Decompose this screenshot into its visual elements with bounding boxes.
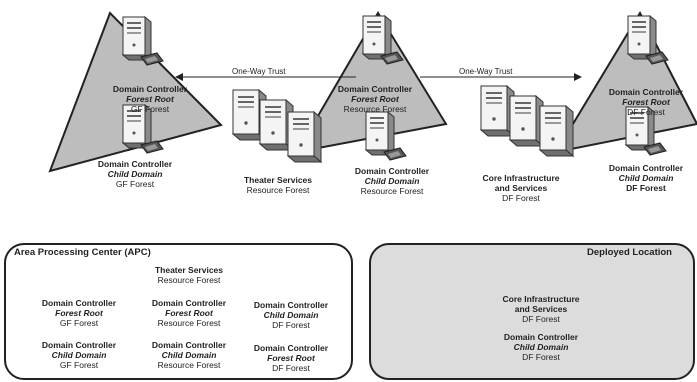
core-server-1-icon <box>480 85 515 137</box>
theater-server-3-icon <box>287 111 322 163</box>
apc-title: Area Processing Center (APC) <box>14 247 151 258</box>
core-server-2-icon <box>509 95 544 147</box>
deployed-location-title: Deployed Location <box>587 247 672 258</box>
resource-forest-root-server-icon <box>363 16 403 64</box>
gf-forest-root-server-icon <box>123 17 163 65</box>
core-server-3-icon <box>539 105 574 157</box>
deployed-location-panel <box>369 243 695 380</box>
df-forest-root-server-icon <box>628 16 668 64</box>
trust-label-left: One-Way Trust <box>232 67 286 76</box>
apc-panel <box>4 243 353 380</box>
trust-label-right: One-Way Trust <box>459 67 513 76</box>
